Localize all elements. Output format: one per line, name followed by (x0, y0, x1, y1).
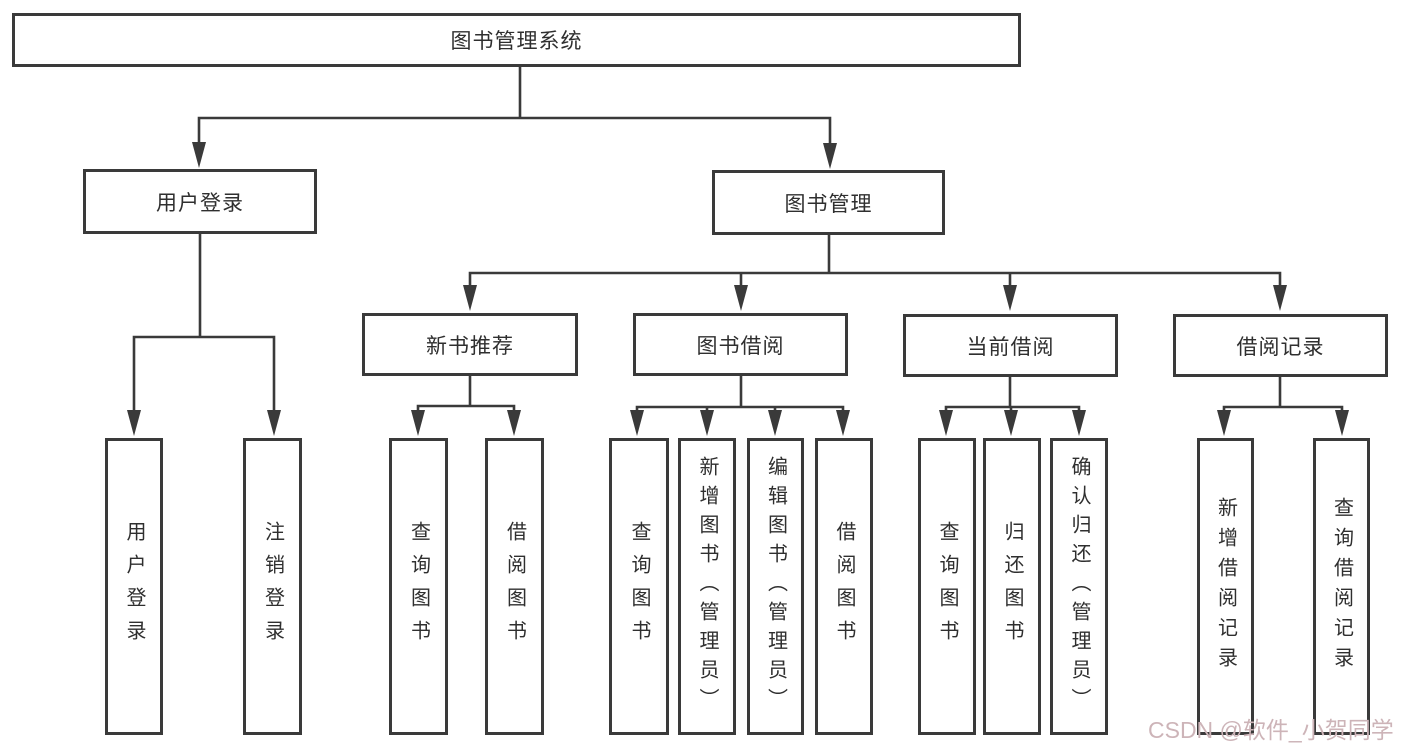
arrowhead-icon (768, 410, 782, 436)
csdn-watermark: CSDN @软件_小贺同学 (1148, 717, 1394, 743)
arrowhead-icon (630, 410, 644, 436)
arrowhead-icon (939, 410, 953, 436)
arrowhead-icon (1335, 410, 1349, 436)
node-library-management-system: 图书管理系统 (12, 13, 1021, 67)
arrowhead-icon (507, 410, 521, 436)
node-current-borrowing: 当前借阅 (903, 314, 1118, 377)
leaf-borrow-books: 借阅图书 (815, 438, 873, 735)
leaf-add-books-admin: 新增图书（管理员） (678, 438, 736, 735)
node-user-login: 用户登录 (83, 169, 317, 234)
arrowhead-icon (700, 410, 714, 436)
leaf-return-books: 归还图书 (983, 438, 1041, 735)
arrowhead-icon (192, 142, 206, 168)
arrowhead-icon (411, 410, 425, 436)
arrowhead-icon (127, 410, 141, 436)
leaf-logout: 注销登录 (243, 438, 302, 735)
leaf-query-borrow-record: 查询借阅记录 (1313, 438, 1370, 735)
arrowhead-icon (734, 285, 748, 311)
leaf-borrow-books-recommendation: 借阅图书 (485, 438, 544, 735)
node-borrowing-records: 借阅记录 (1173, 314, 1388, 377)
connector-current-borrowing (944, 375, 1081, 416)
node-book-management: 图书管理 (712, 170, 945, 235)
arrowhead-icon (1273, 285, 1287, 311)
arrowhead-icon (1072, 410, 1086, 436)
leaf-query-books-current: 查询图书 (918, 438, 976, 735)
connector-root (197, 65, 832, 149)
connector-book-management (468, 233, 1282, 291)
node-new-book-recommendation: 新书推荐 (362, 313, 578, 376)
leaf-user-login: 用户登录 (105, 438, 163, 735)
arrowhead-icon (1003, 285, 1017, 311)
leaf-query-books-recommendation: 查询图书 (389, 438, 448, 735)
leaf-confirm-return-admin: 确认归还（管理员） (1050, 438, 1108, 735)
arrowhead-icon (836, 410, 850, 436)
connector-borrowing-records (1222, 375, 1344, 416)
node-book-borrowing: 图书借阅 (633, 313, 848, 376)
arrowhead-icon (267, 410, 281, 436)
leaf-query-books-borrowing: 查询图书 (609, 438, 669, 735)
connector-new-book-recommendation (416, 374, 516, 416)
arrowhead-icon (1004, 410, 1018, 436)
leaf-edit-books-admin: 编辑图书（管理员） (747, 438, 804, 735)
arrowhead-icon (823, 143, 837, 169)
arrowhead-icon (463, 285, 477, 311)
arrowhead-icon (1217, 410, 1231, 436)
leaf-add-borrow-record: 新增借阅记录 (1197, 438, 1254, 735)
connector-book-borrowing (635, 374, 845, 416)
connector-user-login (132, 232, 276, 416)
